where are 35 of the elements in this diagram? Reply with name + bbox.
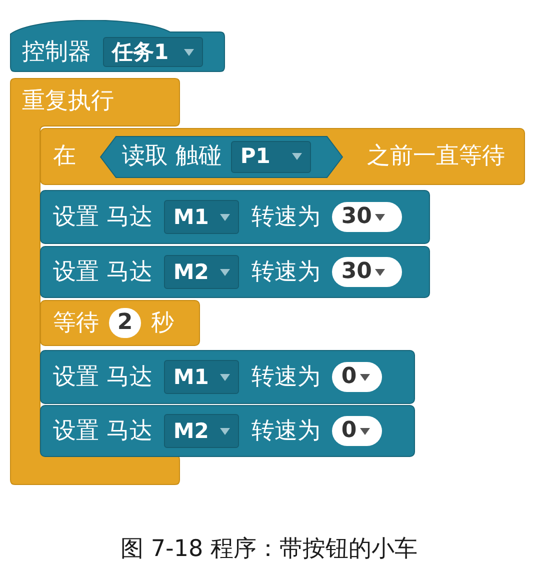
block-label: 设置 马达 xyxy=(53,260,152,284)
motor-block xyxy=(40,190,430,244)
wait-block xyxy=(40,300,200,346)
number-field: 2 xyxy=(109,308,141,338)
sensor-hexagon-block xyxy=(100,136,343,178)
block-label: 秒 xyxy=(151,312,174,334)
block-label: 设置 马达 xyxy=(53,206,152,228)
block-label: 转速为 xyxy=(251,366,320,388)
block-label: 设置 马达 xyxy=(53,366,152,388)
block-label: 设置 马达 xyxy=(53,420,152,442)
block-label: 转速为 xyxy=(251,420,320,442)
number-field: 30 xyxy=(332,257,402,287)
block-label: 在 xyxy=(53,145,76,168)
number-field: 0 xyxy=(332,416,382,446)
dropdown-field: M1 xyxy=(164,200,240,234)
number-field: 30 xyxy=(332,202,402,232)
block-label: 转速为 xyxy=(251,206,320,228)
block-label: 之前一直等待 xyxy=(367,145,505,168)
hat-block xyxy=(10,20,225,72)
motor-block xyxy=(40,350,415,404)
block-label: 转速为 xyxy=(251,260,320,284)
figure-caption: 图 7-18 程序：带按钮的小车 xyxy=(120,535,418,564)
number-field: 0 xyxy=(332,362,382,392)
dropdown-field: 任务1 xyxy=(103,37,203,67)
block-label: 读取 触碰 xyxy=(122,145,222,168)
motor-block xyxy=(40,246,430,298)
block-label: 重复执行 xyxy=(22,90,114,113)
block-label: 等待 xyxy=(53,312,99,334)
dropdown-field: M1 xyxy=(164,360,240,394)
block-label: 控制器 xyxy=(22,40,91,64)
dropdown-field: M2 xyxy=(164,255,240,289)
motor-block xyxy=(40,405,415,457)
wait-until-block xyxy=(40,128,525,185)
dropdown-field: M2 xyxy=(164,414,240,448)
dropdown-field: P1 xyxy=(231,140,312,172)
